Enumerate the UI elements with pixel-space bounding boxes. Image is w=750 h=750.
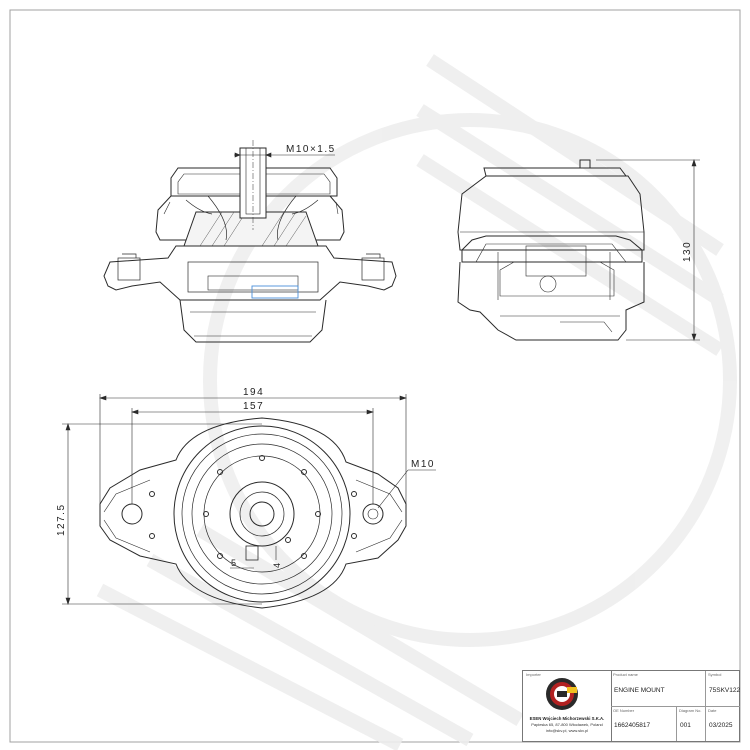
- product-name-value: ENGINE MOUNT: [614, 687, 665, 694]
- importer-address: Papieska 65, 87-800 Włocławek, Poland: [531, 722, 603, 727]
- symbol-label: Symbol: [708, 672, 722, 677]
- diagram-number-label: Diagram No.: [679, 708, 702, 713]
- symbol-cell: Symbol 75SKV122: [706, 671, 740, 707]
- dim-side-thread: [234, 152, 335, 162]
- importer-name: ESEN Wojciech Michorzewski S.K.A.: [529, 716, 605, 721]
- dim-height-label: 130: [682, 241, 693, 262]
- title-block: Importer ESEN Wojciech Michorzewski S.K.…: [522, 670, 740, 742]
- drawing-frame: [9, 9, 741, 743]
- date-value: 03/2025: [709, 722, 733, 729]
- product-name-label: Product name: [613, 672, 638, 677]
- symbol-value: 75SKV122: [709, 687, 741, 694]
- date-cell: Date 03/2025: [706, 707, 740, 741]
- dim-height: [596, 159, 700, 341]
- date-label: Date: [708, 708, 717, 713]
- dim-side-thread-label: M10×1.5: [286, 144, 336, 155]
- importer-label: Importer: [526, 672, 541, 677]
- importer-cell: Importer ESEN Wojciech Michorzewski S.K.…: [523, 671, 612, 741]
- dim-plan: [62, 394, 436, 605]
- side-view: [457, 159, 645, 341]
- oe-number-cell: OE Number 1662405817: [611, 707, 677, 741]
- front-section-view: [103, 140, 397, 343]
- oe-number-label: OE Number: [613, 708, 635, 713]
- watermark-logo: [96, 54, 737, 750]
- dim-small-a-label: 5: [231, 558, 236, 568]
- dim-overall-width-label: 194: [243, 387, 264, 398]
- dim-depth-label: 127.5: [56, 503, 67, 536]
- importer-contact: info@skv.pl, www.skv.pl: [545, 728, 589, 733]
- dim-hole-spacing-label: 157: [243, 401, 264, 412]
- diagram-number-value: 001: [680, 722, 691, 729]
- dim-small-b-label: 4: [272, 563, 282, 568]
- plan-view: [99, 417, 407, 609]
- diagram-number-cell: Diagram No. 001: [677, 707, 706, 741]
- skv-logo-icon: [546, 678, 578, 710]
- dim-hole-thread-label: M10: [411, 459, 435, 470]
- product-name-cell: Product name ENGINE MOUNT: [611, 671, 706, 707]
- oe-number-value: 1662405817: [614, 722, 651, 729]
